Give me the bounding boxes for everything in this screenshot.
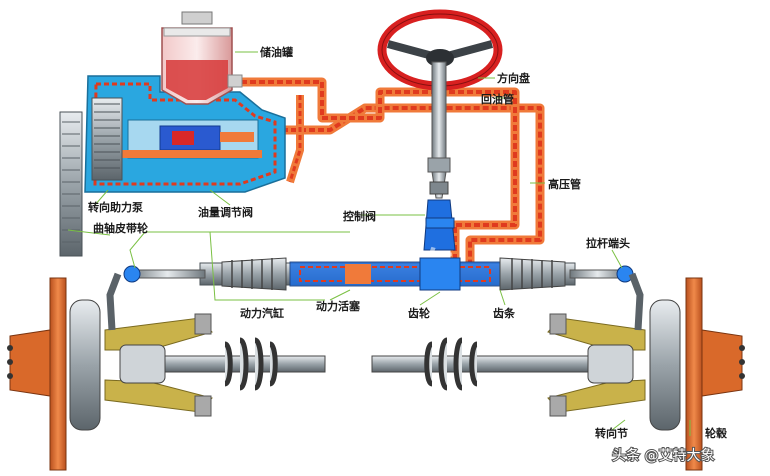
- label-power-cylinder: 动力汽缸: [240, 306, 284, 320]
- knuckle-left: [104, 272, 213, 417]
- label-pinion: 齿轮: [408, 306, 430, 320]
- label-crank-pulley: 曲轴皮带轮: [93, 221, 148, 235]
- label-rack: 齿条: [493, 306, 516, 320]
- high-pressure-pipe: [255, 103, 545, 262]
- hub-right: [649, 277, 745, 471]
- label-knuckle: 转向节: [595, 426, 628, 440]
- label-pump: 转向助力泵: [88, 200, 143, 214]
- label-tie-rod-end: 拉杆端头: [586, 236, 630, 250]
- rack-boot-left: [221, 257, 287, 291]
- leader-lines: [67, 51, 691, 436]
- rack-boot-right: [499, 257, 566, 291]
- hub-left: [7, 277, 101, 471]
- label-power-piston: 动力活塞: [316, 299, 361, 313]
- return-pipe: [232, 77, 520, 262]
- drive-shaft-left: [119, 337, 326, 391]
- power-steering-pump: [84, 75, 286, 193]
- watermark-logo: [300, 188, 358, 248]
- tie-rod-right: [569, 265, 634, 283]
- label-reservoir: 储油罐: [260, 45, 293, 59]
- label-flow-valve: 油量调节阀: [198, 205, 253, 219]
- label-hub: 轮毂: [705, 426, 728, 440]
- label-high-pressure-pipe: 高压管: [548, 177, 581, 191]
- label-return-pipe: 回油管: [481, 92, 514, 106]
- tie-rod-left: [123, 265, 206, 283]
- rack-housing: [199, 257, 576, 291]
- crank-pulley: [59, 111, 83, 257]
- oil-reservoir: [161, 11, 243, 105]
- drive-shaft-right: [371, 337, 634, 391]
- control-valve: [423, 199, 456, 251]
- pump-rotor: [91, 97, 123, 181]
- credit-watermark: 头条 @艾特大象: [612, 447, 714, 464]
- steering-column: [427, 61, 451, 199]
- label-control-valve: 控制阀: [343, 209, 376, 223]
- label-steering-wheel: 方向盘: [497, 71, 530, 85]
